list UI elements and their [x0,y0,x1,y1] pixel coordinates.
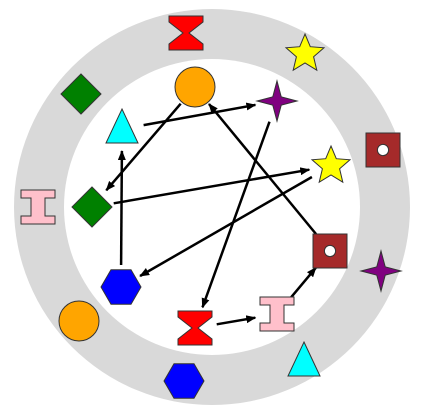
outer-red-hourglass-hourglass-shape [168,15,204,51]
outer-green-diamond-diamond-shape [60,73,102,115]
outer-shapes-layer [20,15,403,399]
yellow-star-star5-shape [310,144,352,184]
outer-blue-hexagon-hexagon-shape [163,363,205,399]
outer-darkred-square-square-dot-shape [365,132,401,168]
red-hourglass-hourglass-shape [177,310,213,346]
orange-circle-circle-shape [174,66,216,108]
green-diamond-diamond-shape [71,186,113,228]
darkred-square-square-dot-shape [312,233,348,269]
outer-pink-ibeam-ibeam-shape [20,189,56,225]
pink-ibeam-ibeam-shape [259,296,295,332]
outer-purple-star-star4-shape [359,249,403,293]
edge-darkred-square-to-orange-circle [208,103,317,235]
edge-orange-circle-to-green-diamond [105,102,182,192]
outer-orange-circle-circle-shape [58,300,100,342]
inner-nodes-layer [71,66,352,346]
edge-purple-star-to-red-hourglass [201,121,271,309]
edges-layer [105,102,317,326]
cyan-triangle-triangle-shape [105,107,139,144]
edge-pink-ibeam-to-darkred-square [290,266,317,299]
edge-green-diamond-to-yellow-star [113,167,311,205]
edge-cyan-triangle-to-purple-star [143,102,257,127]
edge-red-hourglass-to-pink-ibeam [216,315,257,326]
outer-cyan-triangle-triangle-shape [287,340,321,377]
edge-blue-hexagon-to-cyan-triangle [117,150,126,266]
outer-yellow-star-star5-shape [284,32,326,72]
purple-star-star4-shape [255,79,299,123]
blue-hexagon-hexagon-shape [100,269,142,305]
